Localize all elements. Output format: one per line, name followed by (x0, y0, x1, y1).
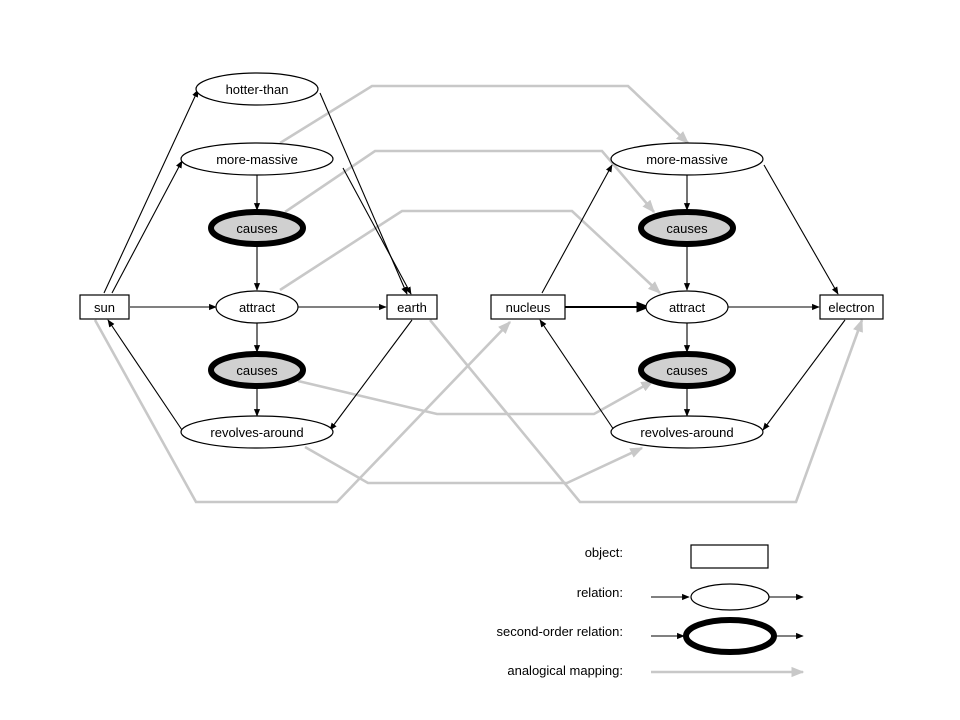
edge-more-massive-to-electron (763, 164, 839, 295)
causes-bottom-right-label: causes (666, 363, 708, 378)
right-domain-edges (539, 164, 846, 431)
left-domain-edges (103, 89, 413, 431)
second-order-causes-top-left: causes (208, 209, 306, 247)
second-order-causes-top-right: causes (638, 209, 736, 247)
mapping-attract (279, 209, 661, 294)
second-order-causes-bottom-left: causes (208, 351, 306, 389)
relation-hotter-than-label: hotter-than (226, 82, 289, 97)
relation-more-massive-left-label: more-massive (216, 152, 298, 167)
relation-attract-left: attract (215, 290, 299, 324)
relation-revolves-around-right-label: revolves-around (640, 425, 733, 440)
legend-mapping-label: analogical mapping: (507, 663, 623, 678)
relation-attract-right: attract (645, 290, 729, 324)
edge-sun-to-hotter-than (103, 89, 199, 294)
object-nucleus-label: nucleus (506, 300, 551, 315)
edge-revolves-to-nucleus (539, 319, 615, 431)
mapping-causes-bottom (297, 379, 655, 416)
mapping-sun-nucleus (93, 319, 511, 504)
relation-revolves-around-left-label: revolves-around (210, 425, 303, 440)
mapping-revolves-around (304, 445, 644, 485)
legend-object-swatch (690, 544, 769, 569)
causes-bottom-left-label: causes (236, 363, 278, 378)
relation-more-massive-right: more-massive (610, 142, 764, 176)
edge-nucleus-to-more-massive (541, 164, 613, 294)
edge-sun-to-more-massive (111, 160, 183, 294)
edge-hotter-than-to-earth (319, 92, 408, 295)
object-earth-label: earth (397, 300, 427, 315)
object-nucleus: nucleus (490, 294, 566, 320)
relation-revolves-around-right: revolves-around (610, 415, 764, 449)
second-order-causes-bottom-right: causes (638, 351, 736, 389)
legend-second-order-label: second-order relation: (497, 624, 623, 639)
relation-hotter-than: hotter-than (195, 72, 319, 106)
edge-more-massive-to-earth (342, 167, 412, 295)
object-electron: electron (819, 294, 884, 320)
analogical-mappings (93, 84, 864, 504)
legend-relation-swatch (690, 583, 770, 611)
mapping-earth-electron (428, 318, 864, 504)
legend: object: relation: second-order relation:… (497, 544, 805, 678)
legend-object-label: object: (585, 545, 623, 560)
mapping-more-massive (279, 84, 689, 145)
object-sun: sun (79, 294, 130, 320)
relation-revolves-around-left: revolves-around (180, 415, 334, 449)
edge-revolves-to-sun (107, 319, 183, 431)
object-sun-label: sun (94, 300, 115, 315)
relation-attract-right-label: attract (669, 300, 706, 315)
causes-top-right-label: causes (666, 221, 708, 236)
legend-relation-label: relation: (577, 585, 623, 600)
left-domain-nodes: hotter-than more-massive causes attract … (79, 72, 438, 449)
mapping-causes-top (284, 149, 655, 214)
edge-electron-to-revolves (762, 319, 846, 431)
relation-attract-left-label: attract (239, 300, 276, 315)
object-earth: earth (386, 294, 438, 320)
relation-more-massive-right-label: more-massive (646, 152, 728, 167)
right-domain-nodes: more-massive causes attract causes revol… (490, 142, 884, 449)
legend-second-order-swatch (683, 617, 777, 655)
relation-more-massive-left: more-massive (180, 142, 334, 176)
object-electron-label: electron (828, 300, 874, 315)
edge-earth-to-revolves (329, 319, 413, 431)
causes-top-left-label: causes (236, 221, 278, 236)
